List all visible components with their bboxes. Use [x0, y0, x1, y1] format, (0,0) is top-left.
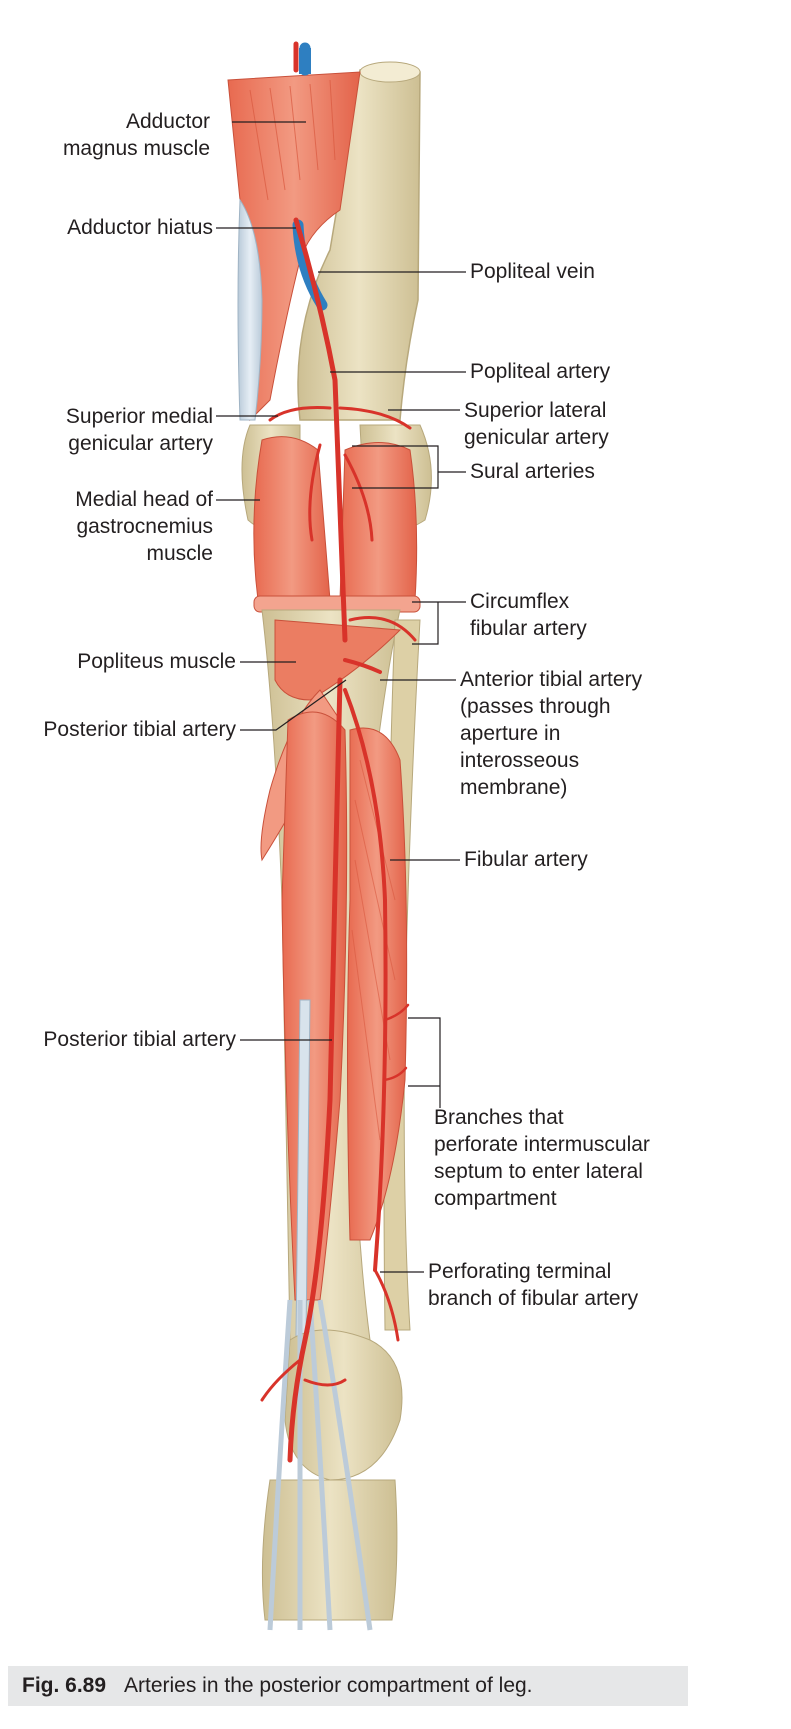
perforating-branch-1 — [383, 1003, 410, 1022]
sural-artery-2 — [343, 453, 374, 542]
label-sural-arteries: Sural arteries — [470, 460, 595, 483]
label-anterior-tibial: Anterior tibial artery (passes through a… — [460, 668, 643, 799]
label-perforating-terminal: Perforating terminal branch of fibular a… — [428, 1260, 639, 1310]
label-adductor-hiatus: Adductor hiatus — [67, 216, 213, 239]
femoral-vein-stub — [299, 48, 311, 74]
fibular-artery-path — [343, 688, 388, 1272]
label-medial-head-gastrocnemius: Medial head of gastrocnemius muscle — [75, 488, 213, 565]
leader-lines — [216, 121, 466, 1273]
label-perforating-branches: Branches that perforate intermuscular se… — [434, 1106, 650, 1210]
circumflex-fibular — [348, 616, 417, 642]
posterior-tibial-artery-path — [287, 677, 343, 1463]
leader-circumflex-bracket — [412, 601, 466, 645]
figure-number: Fig. 6.89 — [22, 1674, 107, 1697]
label-posterior-tibial-lower: Posterior tibial artery — [43, 1028, 236, 1051]
perforating-terminal-branch — [373, 1268, 400, 1342]
gastrocnemius-medial-head — [253, 436, 331, 601]
leader-sural-bracket — [352, 445, 466, 489]
label-superior-lateral-genicular: Superior lateral genicular artery — [464, 399, 609, 449]
label-adductor-magnus: Adductor magnus muscle — [62, 110, 210, 160]
calcaneal-branches — [260, 1358, 347, 1402]
leader-posterior-tibial-upper — [240, 679, 347, 731]
perforating-branch-2 — [382, 1066, 408, 1082]
adductor-tendon — [237, 198, 263, 421]
femur-cut-end — [359, 61, 421, 83]
label-superior-medial-genicular: Superior medial genicular artery — [65, 405, 213, 455]
anterior-tibial-branch — [343, 658, 382, 674]
popliteal-artery-path — [293, 217, 348, 643]
arterial-tree — [260, 41, 417, 1463]
leader-perforating-branches-bracket — [408, 1017, 441, 1108]
sural-artery-1 — [308, 443, 322, 542]
label-fibular-artery: Fibular artery — [464, 848, 588, 871]
label-popliteus-muscle: Popliteus muscle — [77, 650, 236, 673]
figure-caption-text: Arteries in the posterior compartment of… — [124, 1674, 533, 1697]
label-popliteal-artery: Popliteal artery — [470, 360, 611, 383]
label-posterior-tibial-upper: Posterior tibial artery — [43, 718, 236, 741]
flexor-tendons — [267, 1299, 373, 1631]
label-popliteal-vein: Popliteal vein — [470, 260, 595, 283]
figure-caption: Fig. 6.89 Arteries in the posterior comp… — [8, 1666, 688, 1706]
superior-lateral-genicular — [338, 406, 412, 430]
label-circumflex-fibular: Circumflex fibular artery — [470, 590, 587, 640]
superior-medial-genicular — [268, 406, 332, 422]
adductor-fibers — [249, 79, 336, 201]
